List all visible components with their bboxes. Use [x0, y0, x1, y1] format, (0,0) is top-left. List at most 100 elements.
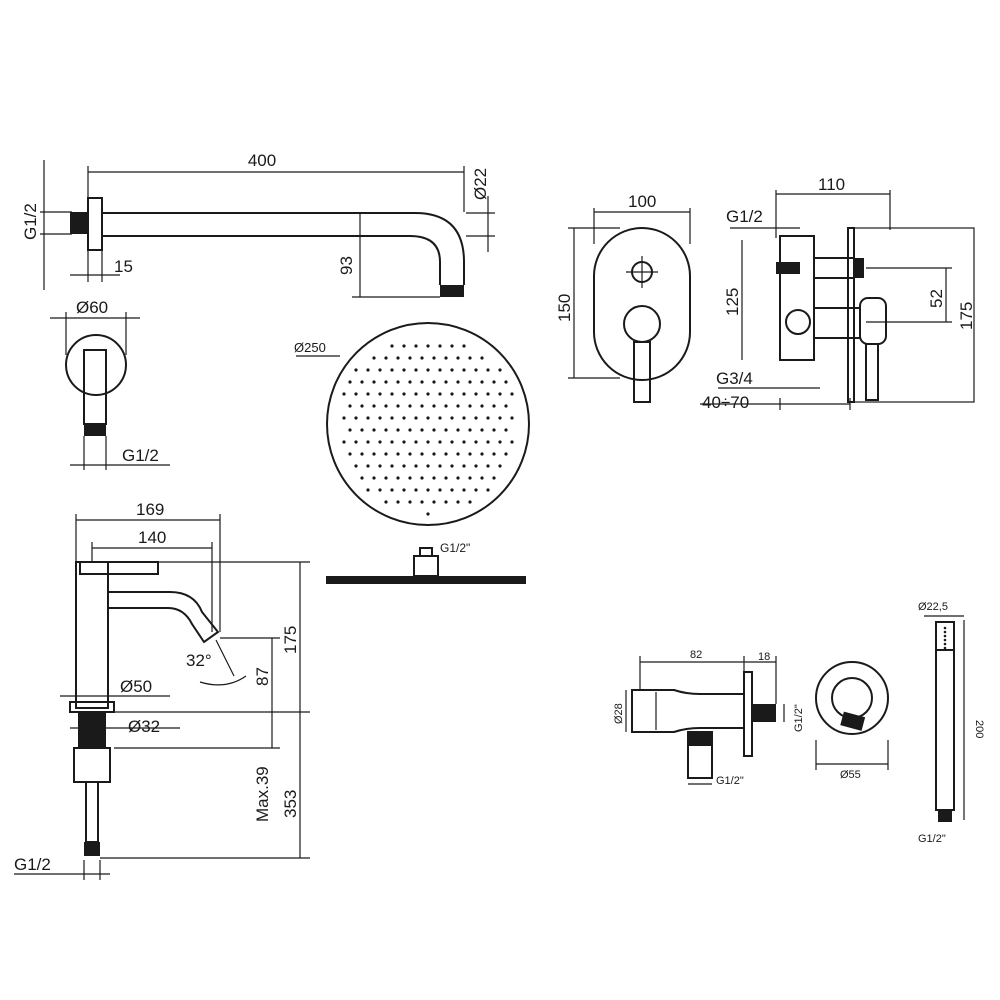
basin-max-deck-label: Max.39	[253, 766, 272, 822]
nozzle-dot	[408, 356, 412, 360]
body-height-inner-label: 125	[723, 288, 742, 316]
nozzle-dot	[450, 344, 454, 348]
nozzle-dot	[384, 500, 388, 504]
mixer-supply-hose	[85, 781, 99, 843]
body-inlet-label: G1/2	[726, 207, 763, 226]
nozzle-dot	[450, 368, 454, 372]
basin-thread-label: G1/2	[14, 855, 51, 874]
hand-nozzle-dot	[943, 646, 947, 650]
mixer-cartridge	[785, 309, 811, 335]
nozzle-dot	[462, 392, 466, 396]
nozzle-dot	[348, 452, 352, 456]
mixer-inlet-left	[776, 262, 800, 274]
hand-shower-thread	[938, 810, 952, 822]
nozzle-dot	[498, 440, 502, 444]
nozzle-dot	[474, 464, 478, 468]
hand-shower-handle	[935, 649, 955, 811]
head-side-profile	[326, 576, 526, 584]
nozzle-dot	[414, 392, 418, 396]
outlet-flange-label: 18	[758, 651, 770, 663]
nozzle-dot	[480, 452, 484, 456]
shower-head-nozzles	[342, 344, 514, 516]
mixer-handle-base	[623, 305, 661, 343]
outlet-wall-flange	[743, 671, 753, 757]
nozzle-dot	[444, 380, 448, 384]
nozzle-dot	[468, 404, 472, 408]
nozzle-dot	[342, 440, 346, 444]
nozzle-dot	[402, 416, 406, 420]
nozzle-dot	[492, 452, 496, 456]
nozzle-dot	[492, 404, 496, 408]
basin-hole-diameter-label: Ø32	[128, 717, 160, 736]
nozzle-dot	[456, 356, 460, 360]
nozzle-dot	[420, 428, 424, 432]
nozzle-dot	[390, 392, 394, 396]
arm-diameter-label: Ø22	[471, 168, 490, 200]
nozzle-dot	[402, 440, 406, 444]
nozzle-dot	[348, 404, 352, 408]
nozzle-dot	[450, 488, 454, 492]
nozzle-dot	[492, 380, 496, 384]
nozzle-dot	[396, 356, 400, 360]
hand-nozzle-dot	[943, 638, 947, 642]
nozzle-dot	[420, 404, 424, 408]
body-install-label: 40÷70	[702, 393, 749, 412]
hand-shower-thread-label: G1/2"	[918, 833, 946, 845]
nozzle-dot	[474, 416, 478, 420]
nozzle-dot	[342, 416, 346, 420]
nozzle-dot	[426, 392, 430, 396]
outlet-rosette	[815, 661, 889, 735]
nozzle-dot	[462, 488, 466, 492]
nozzle-dot	[426, 464, 430, 468]
nozzle-dot	[510, 416, 514, 420]
nozzle-dot	[408, 476, 412, 480]
nozzle-dot	[462, 368, 466, 372]
nozzle-dot	[450, 392, 454, 396]
mixer-plate-view: 100 150	[555, 192, 691, 403]
basin-hose-length-label: 353	[281, 790, 300, 818]
nozzle-dot	[354, 464, 358, 468]
nozzle-dot	[462, 416, 466, 420]
nozzle-dot	[426, 368, 430, 372]
nozzle-dot	[372, 356, 376, 360]
nozzle-dot	[438, 464, 442, 468]
nozzle-dot	[360, 476, 364, 480]
nozzle-dot	[396, 404, 400, 408]
nozzle-dot	[474, 392, 478, 396]
arm-flange	[87, 197, 103, 251]
nozzle-dot	[402, 392, 406, 396]
nozzle-dot	[426, 512, 430, 516]
nozzle-dot	[414, 344, 418, 348]
nozzle-dot	[378, 368, 382, 372]
nozzle-dot	[402, 464, 406, 468]
nozzle-dot	[468, 476, 472, 480]
outlet-rosette-diameter-label: Ø55	[840, 769, 861, 781]
nozzle-dot	[486, 488, 490, 492]
wall-outlet-view: 82 18 Ø28 G1/2" G1/2" Ø55	[613, 649, 889, 787]
nozzle-dot	[438, 344, 442, 348]
head-thread-label: G1/2"	[440, 541, 470, 555]
nozzle-dot	[426, 416, 430, 420]
mixer-lever	[633, 341, 651, 403]
outlet-right-thread-label: G1/2"	[793, 704, 805, 732]
nozzle-dot	[396, 500, 400, 504]
wall-flange-view: Ø60 G1/2	[50, 298, 170, 470]
nozzle-dot	[372, 404, 376, 408]
nozzle-dot	[366, 416, 370, 420]
nozzle-dot	[432, 452, 436, 456]
nozzle-dot	[444, 500, 448, 504]
outlet-thread-right	[752, 704, 776, 722]
nozzle-dot	[366, 488, 370, 492]
mixer-wall-line	[847, 227, 855, 403]
nozzle-dot	[360, 404, 364, 408]
nozzle-dot	[354, 368, 358, 372]
nozzle-dot	[378, 392, 382, 396]
nozzle-dot	[444, 476, 448, 480]
nozzle-dot	[486, 392, 490, 396]
nozzle-dot	[432, 380, 436, 384]
nozzle-dot	[384, 380, 388, 384]
nozzle-dot	[462, 440, 466, 444]
nozzle-dot	[456, 404, 460, 408]
mixer-body-lever	[865, 343, 879, 401]
head-connector	[413, 555, 439, 577]
